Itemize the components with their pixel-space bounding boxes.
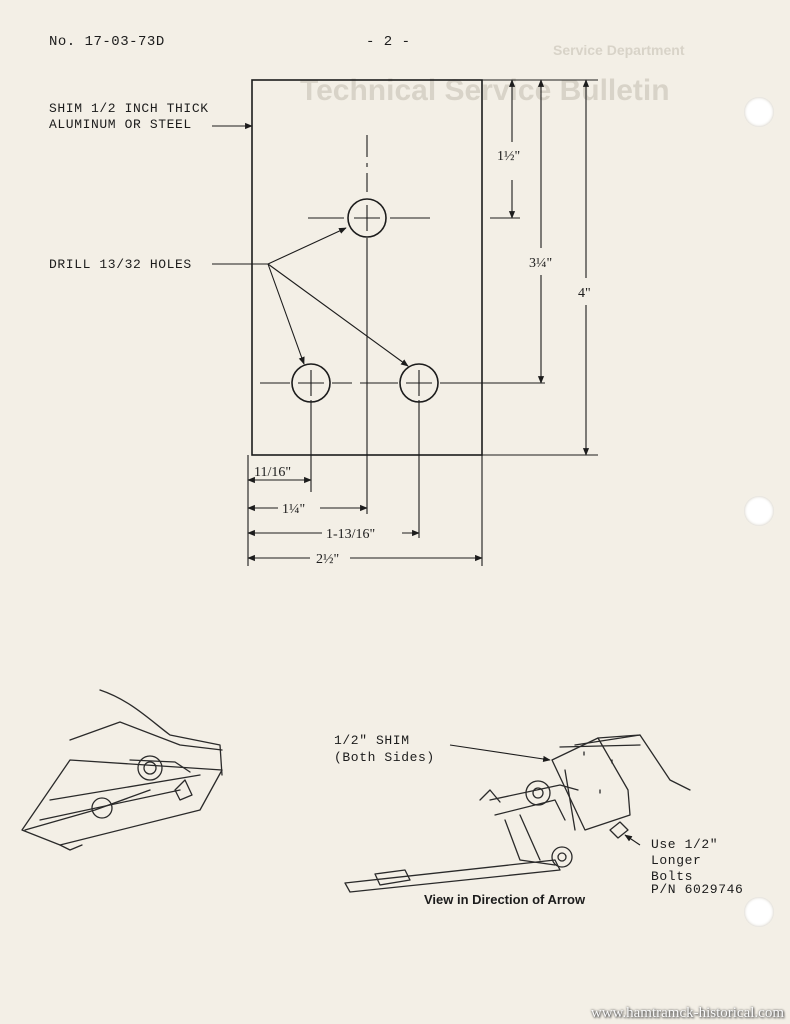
dim-1-1-2: 1½" bbox=[497, 149, 520, 164]
lower-left-hole bbox=[260, 363, 352, 403]
bolt-note-line-2: Longer bbox=[651, 853, 702, 868]
dim-1-13-16: 1-13/16" bbox=[326, 527, 375, 542]
dim-1-1-4: 1¼" bbox=[282, 502, 305, 517]
vehicle-sketch bbox=[21, 689, 223, 851]
punch-hole-bottom bbox=[744, 897, 774, 927]
shim-note-leader bbox=[449, 744, 551, 763]
bolt-note-leader bbox=[624, 834, 641, 846]
suspension-sketch bbox=[344, 734, 691, 893]
drill-label: DRILL 13/32 HOLES bbox=[49, 257, 192, 272]
dim-11-16: 11/16" bbox=[254, 465, 291, 480]
punch-hole-top bbox=[744, 97, 774, 127]
shim-note-line-2: (Both Sides) bbox=[334, 750, 435, 765]
shim-label-line-1: SHIM 1/2 INCH THICK bbox=[49, 101, 209, 116]
bulletin-number: No. 17-03-73D bbox=[49, 34, 165, 50]
bleed-through-department: Service Department bbox=[553, 42, 685, 58]
drill-leader-upper bbox=[267, 227, 347, 265]
view-caption: View in Direction of Arrow bbox=[424, 892, 586, 907]
dim-2-1-2: 2½" bbox=[316, 552, 339, 567]
drill-leader-right bbox=[267, 263, 409, 367]
shim-note-line-1: 1/2" SHIM bbox=[334, 733, 410, 748]
site-watermark: www.hamtramck-historical.com bbox=[590, 1005, 784, 1021]
drill-leader-left bbox=[267, 263, 305, 365]
punch-hole-middle bbox=[744, 496, 774, 526]
dim-3-1-4: 3¼" bbox=[529, 256, 552, 271]
bolt-note-line-1: Use 1/2" bbox=[651, 837, 719, 852]
shim-label-line-2: ALUMINUM OR STEEL bbox=[49, 117, 192, 132]
upper-hole bbox=[308, 135, 430, 238]
dim-4: 4" bbox=[578, 286, 591, 301]
lower-right-hole bbox=[360, 363, 545, 403]
bolt-note-line-3: Bolts bbox=[651, 869, 694, 884]
bolt-part-number: P/N 6029746 bbox=[651, 882, 744, 897]
page-number: - 2 - bbox=[366, 34, 411, 50]
